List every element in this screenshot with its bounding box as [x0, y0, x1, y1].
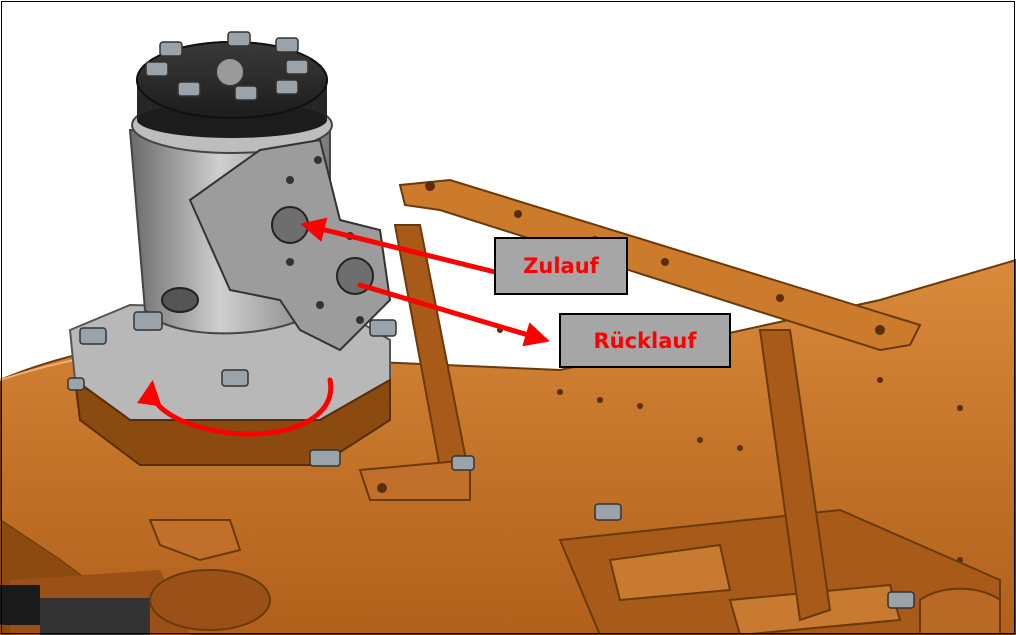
annotation-arrows — [136, 217, 550, 437]
rear-bracket — [358, 178, 922, 622]
bolts — [67, 31, 915, 609]
zulauf-label-text: Zulauf — [523, 254, 599, 278]
hydraulic-motor — [128, 41, 392, 352]
ruecklauf-label: Rücklauf — [559, 313, 731, 368]
rotation-arrow — [136, 377, 334, 437]
zulauf-label: Zulauf — [494, 237, 628, 295]
ruecklauf-label-text: Rücklauf — [593, 328, 697, 353]
arrow-zulauf — [300, 217, 498, 275]
motor-foot — [149, 569, 271, 631]
lower-bracket — [0, 519, 242, 635]
arrow-ruecklauf — [357, 282, 550, 347]
